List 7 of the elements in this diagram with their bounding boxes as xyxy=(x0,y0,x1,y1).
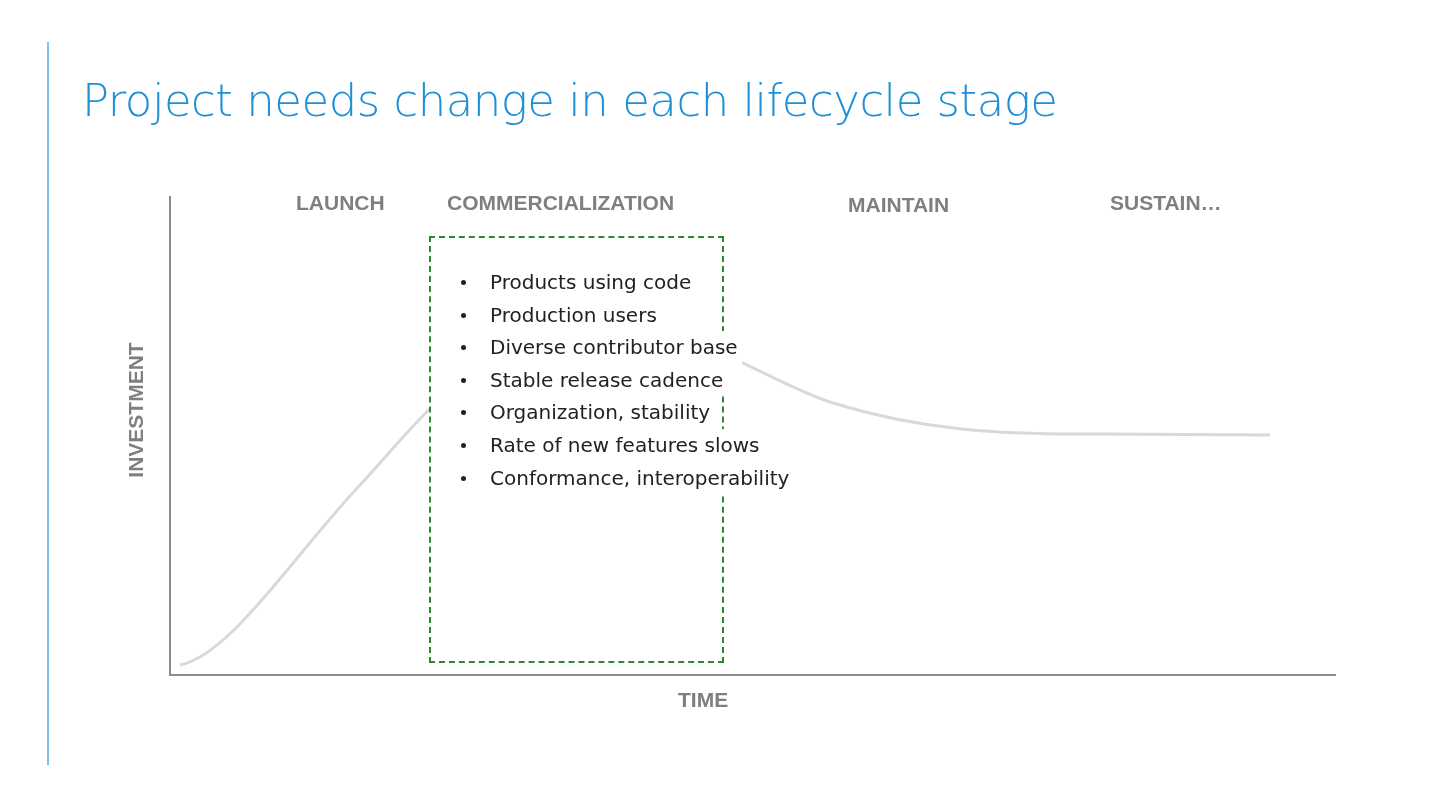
stage-label: COMMERCIALIZATION xyxy=(447,191,675,215)
axis-label: TIME xyxy=(678,688,729,712)
axis-label: INVESTMENT xyxy=(124,342,148,478)
slide-title: Project needs change in each lifecycle stage xyxy=(82,74,1058,127)
stage-label: SUSTAIN… xyxy=(1110,191,1222,215)
stage-label: MAINTAIN xyxy=(848,193,950,217)
stage-label: LAUNCH xyxy=(296,191,385,215)
